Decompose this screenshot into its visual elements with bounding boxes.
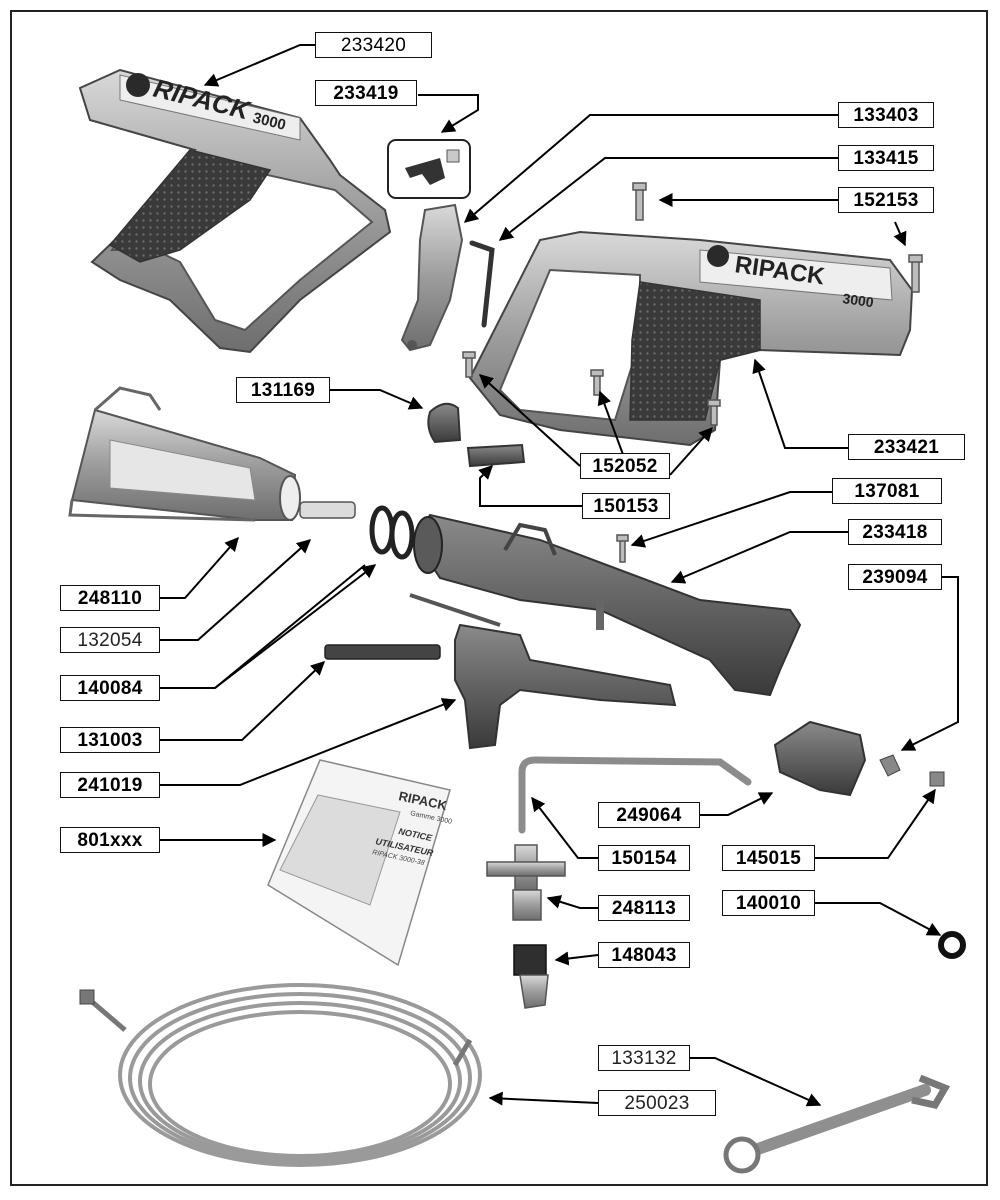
- label-248113: 248113: [598, 895, 690, 921]
- label-249064: 249064: [598, 802, 700, 828]
- label-233421: 233421: [848, 434, 965, 460]
- nut-part: [879, 754, 901, 777]
- fitting-part-132054: [299, 501, 356, 519]
- valve-assembly-part: [409, 593, 677, 750]
- label-241019: 241019: [60, 772, 160, 798]
- hose-coil-part: [88, 983, 482, 1167]
- label-131003: 131003: [60, 727, 160, 753]
- leader-arrows: [160, 44, 959, 1107]
- label-152153: 152153: [838, 187, 934, 213]
- o-ring-part: [389, 510, 415, 560]
- o-ring-part: [369, 505, 395, 555]
- hose-end-fitting: [79, 989, 95, 1005]
- label-137081: 137081: [832, 478, 942, 504]
- label-233420: 233420: [315, 32, 432, 58]
- label-801xxx: 801xxx: [60, 827, 160, 853]
- nut-part: [929, 771, 945, 787]
- label-233418: 233418: [848, 519, 942, 545]
- label-148043: 148043: [598, 942, 690, 968]
- screw-parts: [462, 182, 923, 563]
- block-part-239094: [773, 720, 867, 797]
- tee-fitting-part: [486, 844, 566, 921]
- label-145015: 145015: [722, 845, 815, 871]
- label-152052: 152052: [580, 453, 670, 479]
- label-133132: 133132: [598, 1045, 690, 1071]
- label-150154: 150154: [598, 845, 690, 871]
- nozzle-part: [68, 386, 301, 522]
- swivel-part: [513, 944, 549, 1009]
- allen-key-part: [469, 240, 495, 328]
- trigger-part: [400, 203, 464, 352]
- label-239094: 239094: [848, 564, 942, 590]
- rod-part-131003: [324, 644, 441, 660]
- clip-part-233419: [387, 139, 471, 199]
- gun-body-part: [413, 513, 802, 697]
- slider-part: [466, 443, 526, 468]
- left-handle-part: [78, 68, 392, 354]
- label-133403: 133403: [838, 102, 934, 128]
- diagram-frame: [10, 10, 988, 1186]
- cap-part: [427, 402, 462, 444]
- label-140084: 140084: [60, 675, 160, 701]
- right-handle-model-text: 3000: [842, 290, 875, 310]
- label-248110: 248110: [60, 585, 160, 611]
- label-140010: 140010: [722, 890, 815, 916]
- label-233419: 233419: [315, 80, 417, 106]
- label-132054: 132054: [60, 627, 160, 653]
- label-150153: 150153: [582, 493, 670, 519]
- right-handle-part: [468, 230, 914, 447]
- label-250023: 250023: [598, 1090, 716, 1116]
- wrench-part: [723, 1074, 951, 1174]
- manual-booklet-part: [267, 759, 451, 967]
- label-131169: 131169: [236, 377, 330, 403]
- washer-part: [938, 931, 966, 959]
- tube-part: [518, 756, 752, 834]
- label-133415: 133415: [838, 145, 934, 171]
